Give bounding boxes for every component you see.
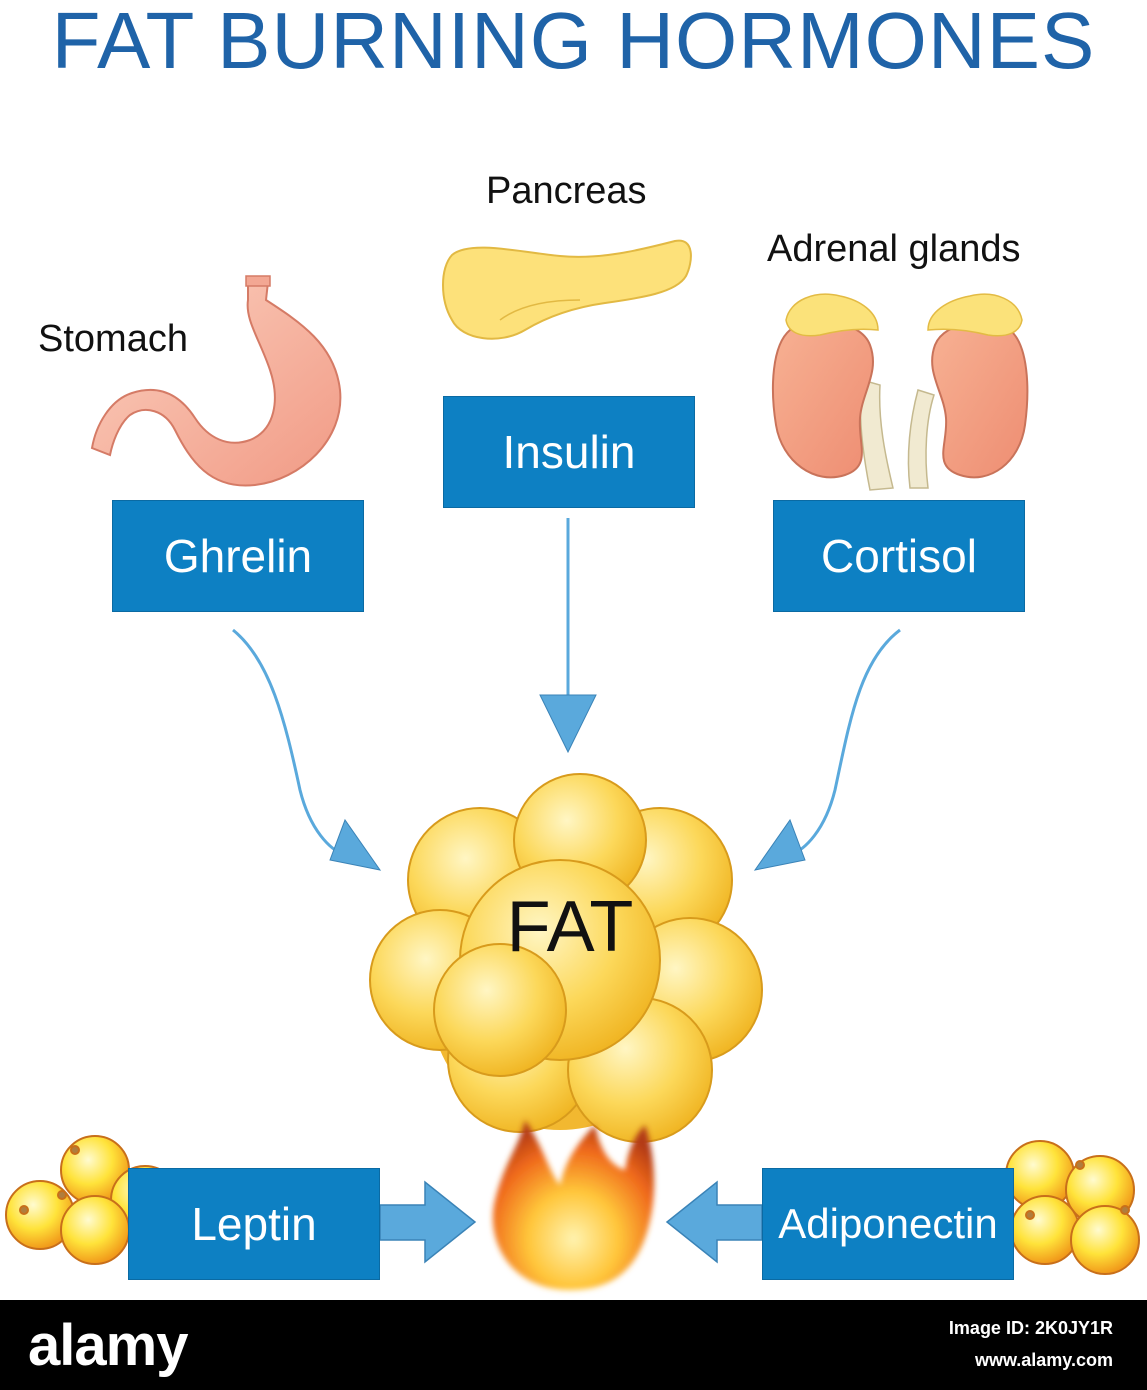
- arrow-leptin-to-flame: [379, 1180, 477, 1264]
- fat-cell-cluster: [369, 773, 763, 1143]
- image-id-text: Image ID: 2K0JY1R: [948, 1318, 1113, 1338]
- fat-droplets-right: [1005, 1140, 1140, 1275]
- footer-url-link[interactable]: www.alamy.com: [974, 1350, 1113, 1370]
- ghrelin-box: Ghrelin: [112, 500, 364, 612]
- diagram-artwork: [5, 239, 1140, 1290]
- adrenal-glands-label: Adrenal glands: [767, 228, 1021, 270]
- arrow-cortisol-to-fat: [753, 628, 901, 871]
- alamy-logo: alamy: [28, 1313, 188, 1378]
- flame-icon: [492, 1120, 655, 1290]
- adiponectin-box: Adiponectin: [762, 1168, 1014, 1280]
- insulin-box: Insulin: [443, 396, 695, 508]
- cortisol-box: Cortisol: [773, 500, 1025, 612]
- arrow-insulin-to-fat: [539, 518, 597, 754]
- pancreas-illustration: [442, 239, 692, 340]
- stomach-illustration: [90, 275, 342, 487]
- page-title: FAT BURNING HORMONES: [51, 0, 1096, 85]
- arrow-ghrelin-to-fat: [232, 628, 382, 871]
- leptin-box: Leptin: [128, 1168, 380, 1280]
- adrenal-glands-illustration: [772, 293, 1029, 491]
- stomach-label: Stomach: [38, 318, 188, 360]
- fat-label: FAT: [506, 887, 634, 967]
- pancreas-label: Pancreas: [486, 170, 647, 212]
- footer-bar: alamy Image ID: 2K0JY1R www.alamy.com: [0, 1300, 1147, 1390]
- arrow-adiponectin-to-flame: [665, 1180, 763, 1264]
